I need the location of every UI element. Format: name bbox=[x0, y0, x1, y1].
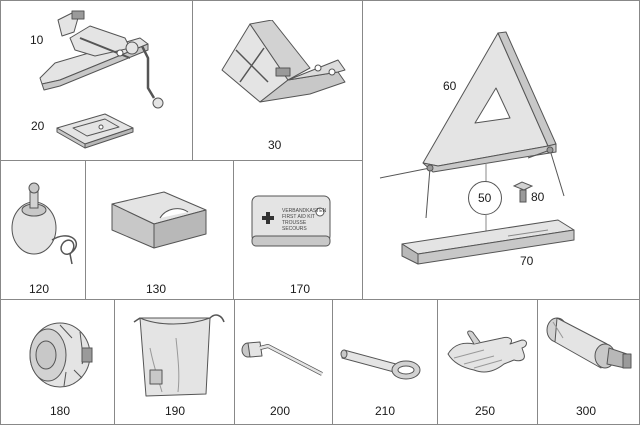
towing-eye-drawing bbox=[340, 349, 421, 380]
label-first-aid-kit: 170 bbox=[290, 282, 311, 296]
adapter-drawing bbox=[546, 317, 632, 369]
label-triangle-clip: 80 bbox=[531, 190, 545, 204]
bag-drawing bbox=[133, 314, 225, 397]
label-warning-triangle: 60 bbox=[443, 79, 457, 93]
label-gloves: 250 bbox=[475, 404, 496, 418]
label-wheel-chock: 30 bbox=[268, 138, 282, 152]
jack-drawing bbox=[39, 10, 164, 109]
label-bag: 190 bbox=[165, 404, 186, 418]
label-compressor: 120 bbox=[29, 282, 50, 296]
gloves-drawing bbox=[447, 330, 527, 373]
label-adapter: 300 bbox=[576, 404, 597, 418]
first-aid-kit-text: VERBANDKASTEN FIRST AID KIT TROUSSE SECO… bbox=[282, 208, 327, 232]
triangle-holder-callout bbox=[468, 181, 502, 215]
first-aid-kit-drawing bbox=[251, 195, 331, 247]
wheel-chock-drawing bbox=[221, 20, 346, 103]
label-box: 130 bbox=[146, 282, 167, 296]
triangle-case-drawing bbox=[401, 219, 575, 265]
warning-triangle-drawing bbox=[379, 31, 565, 220]
box-drawing bbox=[111, 191, 207, 249]
compressor-drawing bbox=[11, 182, 77, 265]
wheel-wrench-drawing bbox=[241, 341, 323, 376]
label-triangle-case: 70 bbox=[520, 254, 534, 268]
label-jack: 10 bbox=[30, 33, 44, 47]
label-triangle-holder: 50 bbox=[478, 191, 492, 205]
jack-plate-drawing bbox=[56, 113, 134, 149]
wheel-bolt-cap-drawing bbox=[29, 322, 93, 388]
triangle-clip-drawing bbox=[512, 181, 534, 203]
label-wheel-bolt-cap: 180 bbox=[50, 404, 71, 418]
label-jack-plate: 20 bbox=[31, 119, 45, 133]
label-towing-eye: 210 bbox=[375, 404, 396, 418]
label-wheel-wrench: 200 bbox=[270, 404, 291, 418]
